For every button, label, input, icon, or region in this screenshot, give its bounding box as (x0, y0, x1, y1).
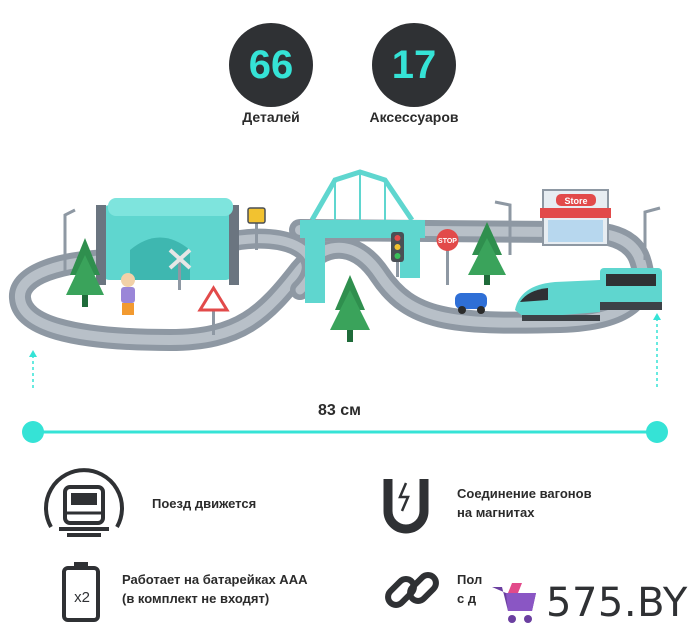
stop-sign-text: STOP (438, 238, 457, 245)
feature-partial: Пол с д (457, 570, 482, 608)
brand-logo: 575.BY (488, 574, 693, 632)
passenger-figure (121, 273, 135, 315)
details-count-badge: 66 (229, 23, 313, 107)
store-building: Store (540, 189, 611, 246)
warning-sign (197, 285, 230, 335)
measure-arrowheads (29, 313, 661, 357)
caution-sign (247, 207, 266, 250)
accessories-label: Аксессуаров (369, 109, 459, 125)
tree-center (330, 275, 370, 342)
feature-magnetic-coupling-line1: Соединение вагонов (457, 486, 592, 501)
railway-set-illustration: STOP Store (9, 169, 662, 390)
store-sign-text: Store (564, 196, 587, 206)
traffic-light (391, 232, 404, 277)
stop-sign: STOP (436, 229, 459, 285)
bridge (300, 169, 425, 303)
feature-partial-line2: с д (457, 591, 477, 606)
shopping-cart-icon (492, 583, 536, 623)
feature-battery: Работает на батарейках ААА (в комплект н… (122, 570, 307, 608)
feature-magnetic-coupling: Соединение вагонов на магнитах (457, 484, 592, 522)
toy-train (515, 268, 662, 321)
feature-train-moves: Поезд движется (152, 494, 256, 513)
feature-battery-line2: (в комплект не входят) (122, 591, 270, 606)
brand-name: 575.BY (546, 580, 688, 626)
toy-car (455, 293, 487, 314)
tree-right (468, 222, 506, 285)
accessories-count-badge: 17 (372, 23, 456, 107)
train-icon (44, 468, 124, 537)
battery-count-badge: x2 (74, 589, 90, 606)
feature-magnetic-coupling-line2: на магнитах (457, 505, 535, 520)
measure-guides (32, 318, 658, 390)
railroad-crossing-sign (168, 248, 192, 290)
feature-partial-line1: Пол (457, 572, 483, 587)
street-lamps (63, 200, 661, 275)
chain-link-icon (385, 572, 439, 608)
tunnel (96, 198, 239, 285)
details-label: Деталей (242, 109, 300, 125)
battery-icon: x2 (62, 562, 100, 622)
details-count: 66 (248, 42, 294, 87)
tree-left (66, 238, 104, 307)
dimension-label: 83 см (318, 402, 361, 419)
accessories-count: 17 (391, 42, 437, 87)
feature-battery-line1: Работает на батарейках ААА (122, 572, 308, 587)
dimension-line (22, 421, 668, 443)
feature-train-moves-text: Поезд движется (152, 496, 257, 511)
magnet-icon (383, 479, 429, 534)
